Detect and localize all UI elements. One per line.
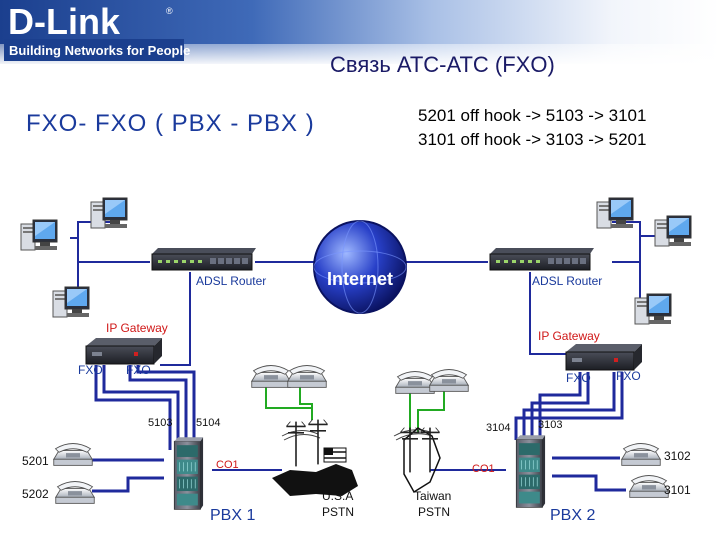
phone-icon	[621, 443, 661, 466]
pstn-taiwan	[399, 426, 441, 494]
adsl-router-left-icon	[151, 248, 257, 271]
phone-ext-label: 3102	[664, 449, 691, 463]
logo-registered: ®	[166, 6, 173, 16]
port-label: 3103	[538, 419, 562, 431]
pstn-country-label: Taiwan	[414, 489, 451, 503]
pbx1-icon	[173, 436, 204, 510]
fxo-trunks-left	[94, 365, 196, 450]
pc-icon	[52, 286, 90, 318]
fxo-label: FXO	[566, 371, 591, 385]
port-label: 3104	[486, 422, 510, 434]
header-banner: D-Link ® Building Networks for People	[0, 0, 720, 64]
pstn-green-links	[265, 384, 445, 432]
pbx2-label: PBX 2	[550, 507, 595, 524]
fxo-label: FXO	[78, 363, 103, 377]
phone-icon	[429, 369, 469, 392]
call-flow-2: 3101 off hook -> 3103 -> 5201	[418, 130, 647, 149]
port-label: 5104	[196, 417, 220, 429]
phone-links-right	[552, 456, 626, 492]
ip-gateway-right-label: IP Gateway	[538, 329, 600, 343]
ip-gateway-left-label: IP Gateway	[106, 321, 168, 335]
logo-brand: D-Link	[8, 1, 121, 42]
phone-links-left	[92, 458, 164, 493]
fxo-trunks-right	[514, 372, 624, 440]
phone-icon	[629, 475, 669, 498]
phone-ext-label: 3101	[664, 483, 691, 497]
pstn-country-label: U.S.A	[322, 489, 353, 503]
logo-tagline: Building Networks for People	[9, 43, 190, 58]
phone-ext-label: 5202	[22, 487, 49, 501]
co-label: CO1	[472, 463, 495, 475]
pc-icon	[654, 215, 692, 247]
co-label: CO1	[216, 459, 239, 471]
pc-icon	[596, 197, 634, 229]
fxo-label: FXO	[616, 369, 641, 383]
pc-icon	[634, 293, 672, 325]
pc-icon	[90, 197, 128, 229]
pc-icon	[20, 219, 58, 251]
diagram-subtitle: FXO- FXO ( PBX - PBX )	[26, 110, 315, 137]
pstn-wires	[281, 429, 433, 441]
port-label: 5103	[148, 417, 172, 429]
telephone-pole-icon	[285, 420, 307, 468]
internet-label: Internet	[327, 269, 393, 289]
phone-icon	[53, 443, 93, 466]
phone-ext-label: 5201	[22, 454, 49, 468]
phone-icon	[395, 371, 435, 394]
adsl-router-left-label: ADSL Router	[196, 274, 266, 288]
pstn-usa	[272, 418, 358, 496]
fxo-label: FXO	[126, 363, 151, 377]
phone-icon	[55, 481, 95, 504]
call-flow-1: 5201 off hook -> 5103 -> 3101	[418, 106, 647, 125]
pstn-label: PSTN	[418, 505, 450, 519]
lan-links-right	[402, 221, 660, 355]
ip-gateway-right-icon	[565, 344, 643, 371]
pstn-label: PSTN	[322, 505, 354, 519]
adsl-router-right-icon	[489, 248, 595, 271]
dlink-logo: D-Link ® Building Networks for People	[4, 1, 190, 61]
ip-gateway-left-icon	[85, 338, 163, 365]
pbx1-label: PBX 1	[210, 507, 255, 524]
adsl-router-right-label: ADSL Router	[532, 274, 602, 288]
internet-globe: Internet	[313, 220, 407, 314]
phone-icon	[287, 365, 327, 388]
slide-title: Связь АТС-АТС (FXO)	[330, 52, 555, 77]
phone-icon	[251, 365, 291, 388]
pbx2-icon	[515, 434, 546, 508]
